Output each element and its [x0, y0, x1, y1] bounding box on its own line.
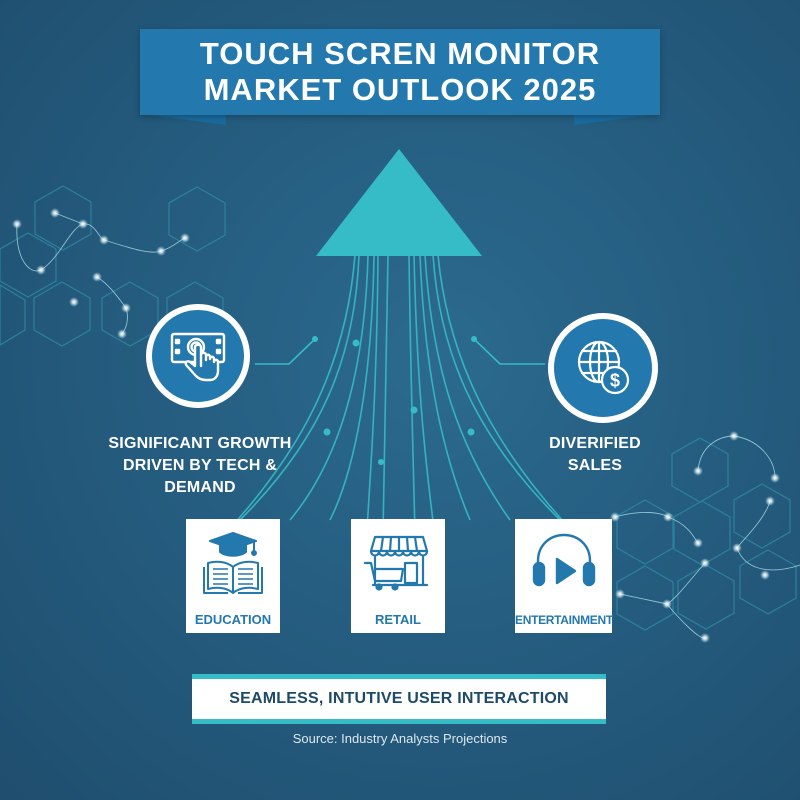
- segment-label-education: EDUCATION: [194, 612, 272, 627]
- flow-line-dots: [323, 339, 475, 465]
- segment-card-education: EDUCATION: [186, 519, 280, 633]
- growth-caption-line-1: SIGNIFICANT GROWTH: [108, 435, 292, 452]
- growth-caption-line-2: DRIVEN BY TECH & DEMAND: [122, 457, 278, 496]
- growth-caption: SIGNIFICANT GROWTH DRIVEN BY TECH & DEMA…: [100, 433, 300, 499]
- title-line-2: MARKET OUTLOOK 2025: [203, 72, 597, 107]
- glow-nodes-right: [610, 431, 780, 643]
- bottom-tagline-banner: SEAMLESS, INTUTIVE USER INTERACTION: [192, 674, 606, 724]
- graduation-cap-book-icon: [203, 532, 263, 594]
- segment-card-entertainment: ENTERTAINMENT: [515, 519, 613, 633]
- title-ribbon-tail-right: [574, 115, 650, 125]
- touch-screen-hand-icon: [170, 332, 226, 382]
- sales-caption-line-1: DIVERIFIED: [549, 435, 641, 452]
- source-note: Source: Industry Analysts Projections: [292, 731, 508, 746]
- sales-feature-circle: $: [548, 313, 658, 423]
- glow-nodes-left: [12, 208, 190, 339]
- growth-arrow-triangle: [316, 149, 482, 256]
- title-banner: TOUCH SCREN MONITOR MARKET OUTLOOK 2025: [140, 29, 660, 115]
- svg-text:$: $: [610, 371, 620, 391]
- connector-lines: [255, 338, 545, 365]
- title-ribbon-tail-left: [150, 115, 226, 125]
- sales-caption: DIVERIFIED SALES: [530, 433, 660, 477]
- storefront-cart-icon: [363, 535, 429, 591]
- sales-caption-line-2: SALES: [567, 457, 623, 474]
- headphones-play-icon: [532, 533, 595, 587]
- bottom-tagline-text: SEAMLESS, INTUTIVE USER INTERACTION: [229, 690, 569, 707]
- title-line-1: TOUCH SCREN MONITOR: [199, 36, 601, 71]
- segment-label-entertainment: ENTERTAINMENT: [515, 613, 613, 627]
- growth-feature-circle: [146, 304, 250, 408]
- segment-label-retail: RETAIL: [375, 612, 421, 627]
- segment-card-retail: RETAIL: [351, 519, 445, 633]
- globe-dollar-icon: $: [577, 340, 630, 395]
